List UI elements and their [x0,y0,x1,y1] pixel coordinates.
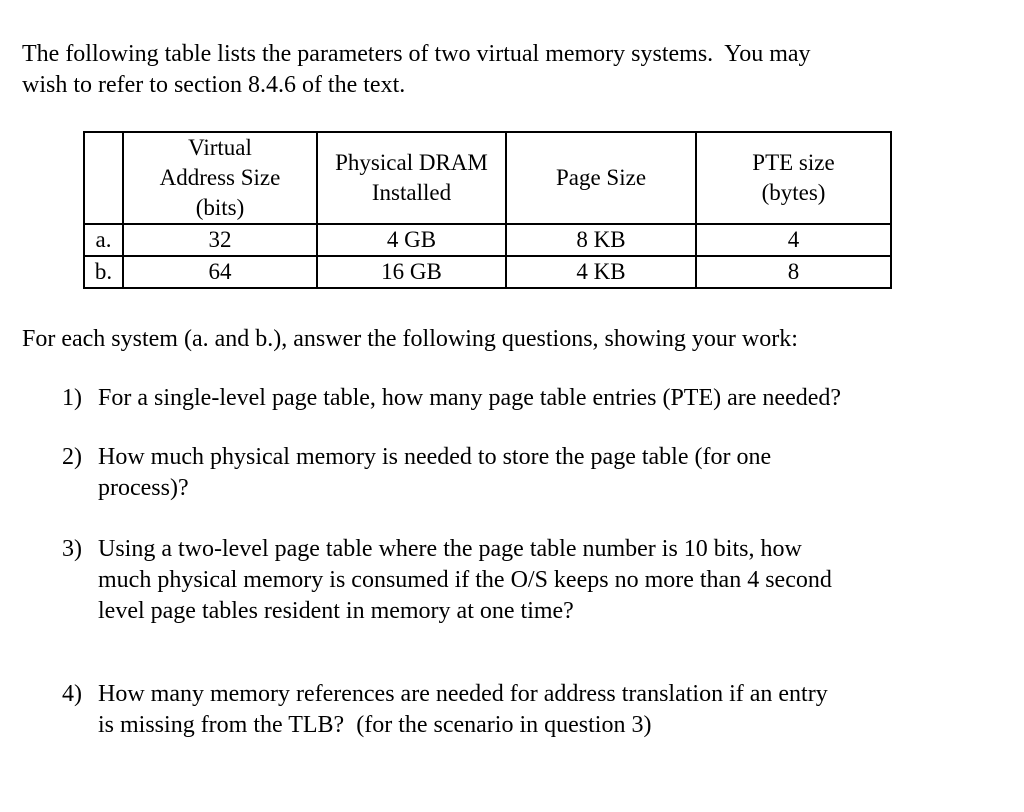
header-physical-dram-installed: Physical DRAM Installed [316,131,507,225]
cell-dram-installed: 16 GB [316,255,507,289]
question-2-text: How much physical memory is needed to st… [98,444,772,501]
cell-page-size: 4 KB [505,255,697,289]
question-1: 1) For a single-level page table, how ma… [62,383,984,414]
cell-virtual-address-bits: 64 [122,255,318,289]
question-1-number: 1) [62,385,82,411]
instructions-paragraph: For each system (a. and b.), answer the … [22,326,798,352]
header-page-size: Page Size [505,131,697,225]
cell-row-label: b. [83,255,124,289]
header-pte-size: PTE size (bytes) [695,131,892,225]
table-header-row: Virtual Address Size (bits) Physical DRA… [83,131,892,225]
header-virtual-address-size: Virtual Address Size (bits) [122,131,318,225]
intro-paragraph: The following table lists the parameters… [22,41,811,98]
table-row-a: a. 32 4 GB 8 KB 4 [83,223,892,257]
cell-page-size: 8 KB [505,223,697,257]
cell-row-label: a. [83,223,124,257]
question-3-text: Using a two-level page table where the p… [98,536,832,624]
question-4-number: 4) [62,681,82,707]
cell-dram-installed: 4 GB [316,223,507,257]
question-2-number: 2) [62,444,82,470]
header-row-label-blank [83,131,124,225]
question-1-text: For a single-level page table, how many … [98,385,842,411]
question-3-number: 3) [62,536,82,562]
cell-pte-size: 8 [695,255,892,289]
question-2: 2) How much physical memory is needed to… [62,442,984,504]
question-3: 3) Using a two-level page table where th… [62,534,984,627]
table-row-b: b. 64 16 GB 4 KB 8 [83,255,892,289]
cell-virtual-address-bits: 32 [122,223,318,257]
vm-parameters-table: Virtual Address Size (bits) Physical DRA… [83,131,892,289]
question-4-text: How many memory references are needed fo… [98,681,828,738]
question-4: 4) How many memory references are needed… [62,679,984,741]
cell-pte-size: 4 [695,223,892,257]
